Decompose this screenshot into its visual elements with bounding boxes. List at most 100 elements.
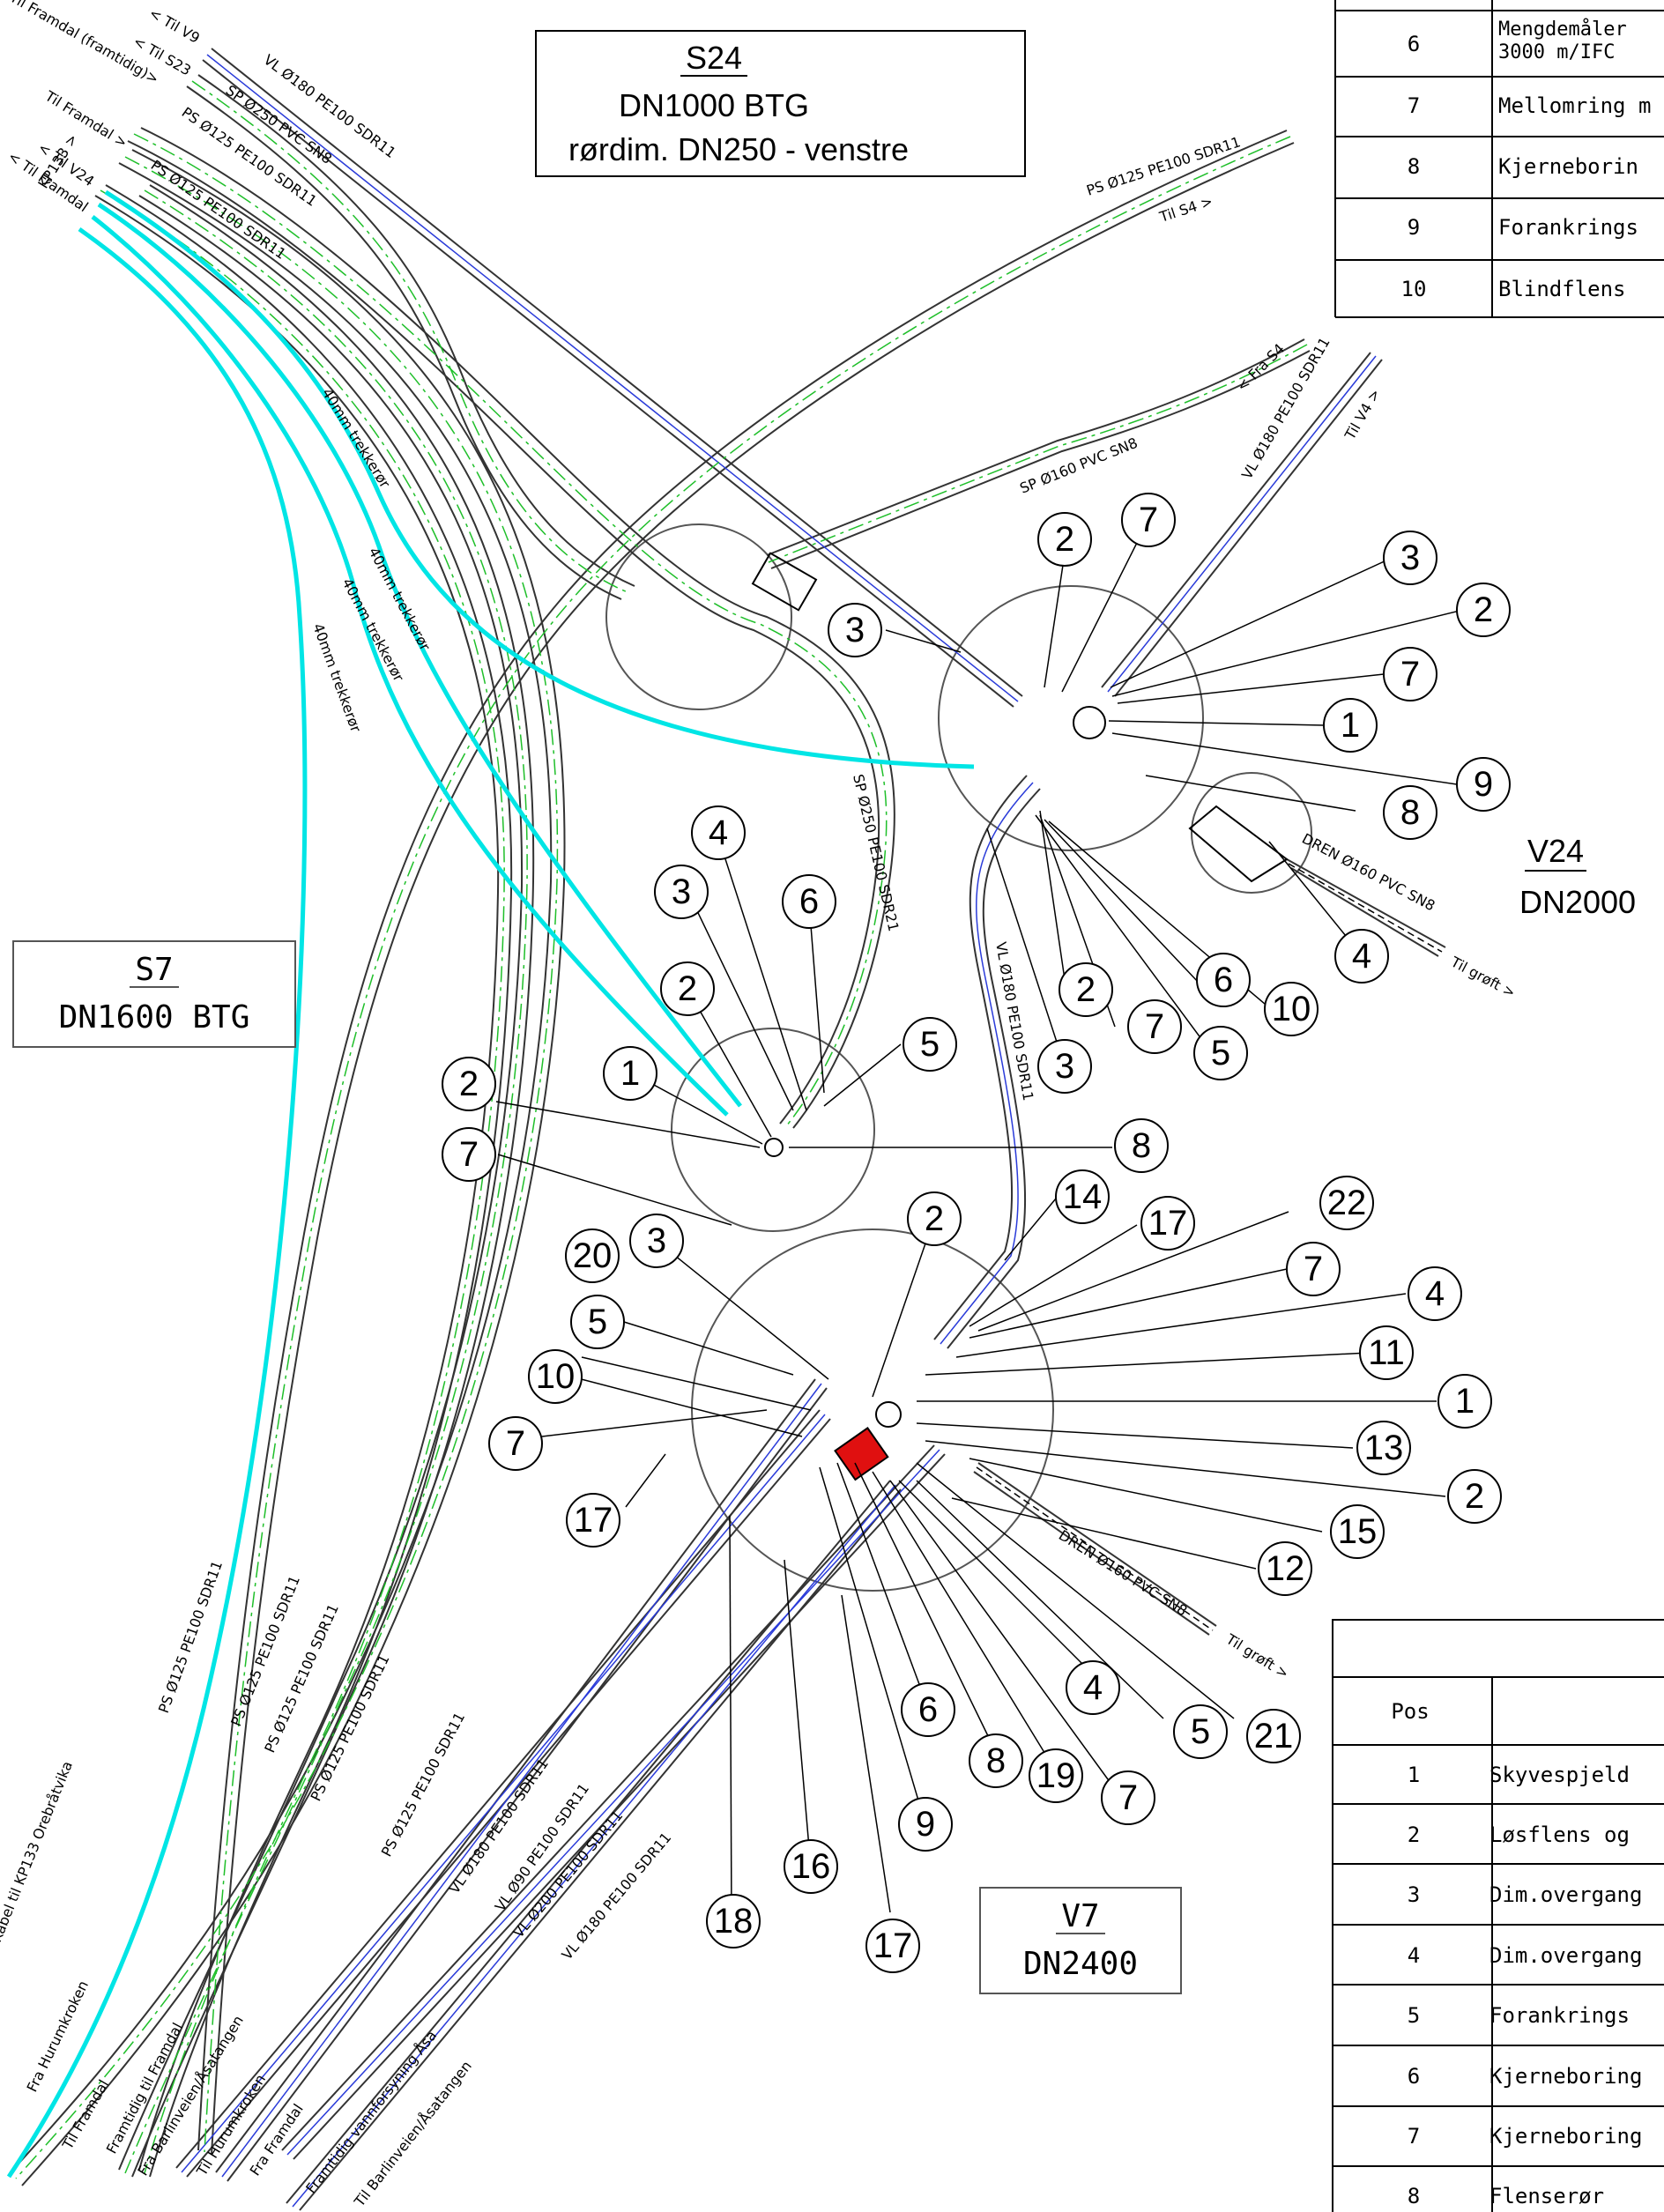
callout-number: 9	[1474, 765, 1493, 804]
chamber-s24	[605, 523, 792, 710]
label-sp160: SP Ø160 PVC SN8	[1017, 434, 1140, 497]
table-top-desc-8: Kjerneborin	[1498, 154, 1638, 179]
callout-number: 11	[1368, 1333, 1405, 1372]
callout-number: 17	[873, 1926, 913, 1965]
table-bottom-desc: Flenserør	[1489, 2184, 1604, 2208]
label-til-groft-bottom: Til grøft >	[1222, 1630, 1292, 1682]
callout-bubble: 2	[907, 1191, 962, 1246]
callout-number: 3	[1055, 1047, 1074, 1086]
table-bottom-pos: 6	[1408, 2064, 1420, 2089]
callout-number: 6	[1214, 961, 1233, 999]
callout-bubble: 16	[784, 1839, 838, 1894]
pipe-labels: < Til V9 Til Framdal (framtidig)> < Til …	[0, 0, 1519, 2210]
callout-bubble: 7	[1383, 647, 1437, 701]
box-v7: V7 DN2400	[979, 1887, 1182, 1994]
callout-bubble: 2	[1447, 1469, 1502, 1524]
callout-bubble: 19	[1029, 1748, 1083, 1803]
callouts: 2 7 3 2 7 1 9 8 3 4 3 6 2 5 1 2 7 8 2 7 …	[442, 493, 1511, 1973]
callout-bubble: 3	[654, 865, 709, 919]
callout-number: 6	[918, 1690, 938, 1729]
table-bottom-pos: 8	[1408, 2184, 1420, 2208]
table-bottom-desc: Dim.overgang	[1489, 1943, 1642, 1968]
chamber-v24-drain	[1191, 772, 1312, 894]
label-til-barlinveien: Til Barlinveien/Åsatangen	[351, 2058, 475, 2210]
box-v24: V24 DN2000	[1519, 833, 1636, 920]
callout-number: 17	[574, 1501, 613, 1540]
callout-bubble: 17	[566, 1493, 620, 1548]
callout-number: 8	[986, 1741, 1006, 1780]
callout-bubble: 8	[1114, 1118, 1169, 1173]
callout-bubble: 7	[1121, 493, 1176, 547]
chamber-v7	[691, 1228, 1054, 1592]
callout-number: 12	[1266, 1549, 1305, 1588]
callout-bubble: 4	[1408, 1266, 1462, 1321]
callout-number: 7	[1139, 501, 1158, 539]
box-s7: S7 DN1600 BTG	[12, 940, 296, 1048]
box-v7-line2: DN2400	[1023, 1946, 1138, 1982]
table-bottom-pos: 7	[1408, 2124, 1420, 2149]
callout-bubble: 2	[1037, 512, 1092, 567]
callout-number: 5	[1211, 1034, 1230, 1073]
table-top-desc-10: Blindflens	[1498, 277, 1626, 301]
callout-bubble: 1	[1323, 698, 1378, 753]
label-fra-hurumkroken: Fra Hurumkroken	[24, 1978, 93, 2094]
label-kabel: Kabel til KP133 Orebråtvika	[0, 1759, 76, 1945]
callout-number: 3	[647, 1221, 666, 1260]
table-top-pos-10: 10	[1401, 277, 1427, 301]
callout-number: 7	[1304, 1250, 1323, 1288]
callout-number: 2	[1474, 590, 1493, 629]
label-fra-s4: < Fra S4	[1233, 340, 1288, 395]
box-s24-name: S24	[686, 40, 742, 76]
callout-bubble: 3	[1037, 1039, 1092, 1094]
drain-center-lines	[976, 863, 1443, 1631]
callout-bubble: 4	[691, 805, 746, 860]
cables	[6, 189, 975, 2179]
callout-number: 7	[1118, 1778, 1138, 1817]
table-bottom-desc: Kjerneboring	[1489, 2064, 1642, 2089]
label-dren-bottom: DREN Ø160 PVC SN8	[1056, 1526, 1191, 1619]
callout-bubble: 6	[901, 1682, 955, 1737]
callout-bubble: 10	[528, 1349, 583, 1404]
callout-number: 2	[1465, 1477, 1484, 1516]
callout-number: 3	[845, 611, 865, 649]
table-bottom-pos: 5	[1408, 2003, 1420, 2028]
callout-number: 1	[1455, 1382, 1475, 1421]
box-s7-name: S7	[135, 952, 173, 988]
table-top-pos-7: 7	[1408, 93, 1420, 118]
callout-bubble: 20	[565, 1228, 620, 1283]
label-ps125-bottom-1: PS Ø125 PE100 SDR11	[155, 1558, 226, 1715]
callout-bubble: 13	[1356, 1421, 1411, 1475]
callout-bubble: 1	[1437, 1374, 1492, 1429]
callout-number: 4	[1083, 1668, 1103, 1707]
callout-bubble: 4	[1066, 1660, 1120, 1715]
callout-bubble: 7	[488, 1416, 543, 1471]
callout-number: 15	[1338, 1512, 1378, 1551]
table-bottom-pos: 4	[1408, 1943, 1420, 1968]
callout-number: 19	[1036, 1756, 1076, 1795]
label-ps125-right: PS Ø125 PE100 SDR11	[1084, 133, 1242, 198]
label-dren-top: DREN Ø160 PVC SN8	[1299, 830, 1437, 915]
box-s24: S24 DN1000 BTG rørdim. DN250 - venstre	[535, 30, 1026, 177]
box-s7-line2: DN1600 BTG	[59, 999, 250, 1035]
callout-number: 5	[920, 1025, 940, 1064]
callout-number: 4	[1425, 1274, 1445, 1313]
callout-number: 9	[916, 1805, 935, 1844]
callout-number: 2	[925, 1199, 944, 1238]
callout-number: 2	[1076, 970, 1096, 1009]
callout-bubble: 8	[969, 1733, 1023, 1788]
box-s24-line3: rørdim. DN250 - venstre	[568, 131, 909, 167]
callout-bubble: 18	[706, 1894, 761, 1948]
callout-bubble: 11	[1359, 1325, 1414, 1380]
callout-bubble: 4	[1334, 929, 1389, 984]
chamber-v24	[938, 585, 1204, 851]
callout-bubble: 5	[903, 1017, 957, 1072]
callout-number: 3	[1400, 538, 1420, 577]
callout-bubble: 7	[1127, 999, 1182, 1054]
table-top-pos-9: 9	[1408, 215, 1420, 240]
parts-table-bottom: Pos 1 Skyvespjeld 2 Løsflens og 3 Dim.ov…	[1332, 1619, 1664, 2212]
sewer-lines	[15, 80, 1308, 2179]
callout-bubble: 2	[442, 1057, 496, 1111]
callout-bubble: 17	[865, 1919, 920, 1973]
label-til-s4: Til S4 >	[1156, 193, 1215, 226]
leader-lines	[495, 519, 1464, 1922]
